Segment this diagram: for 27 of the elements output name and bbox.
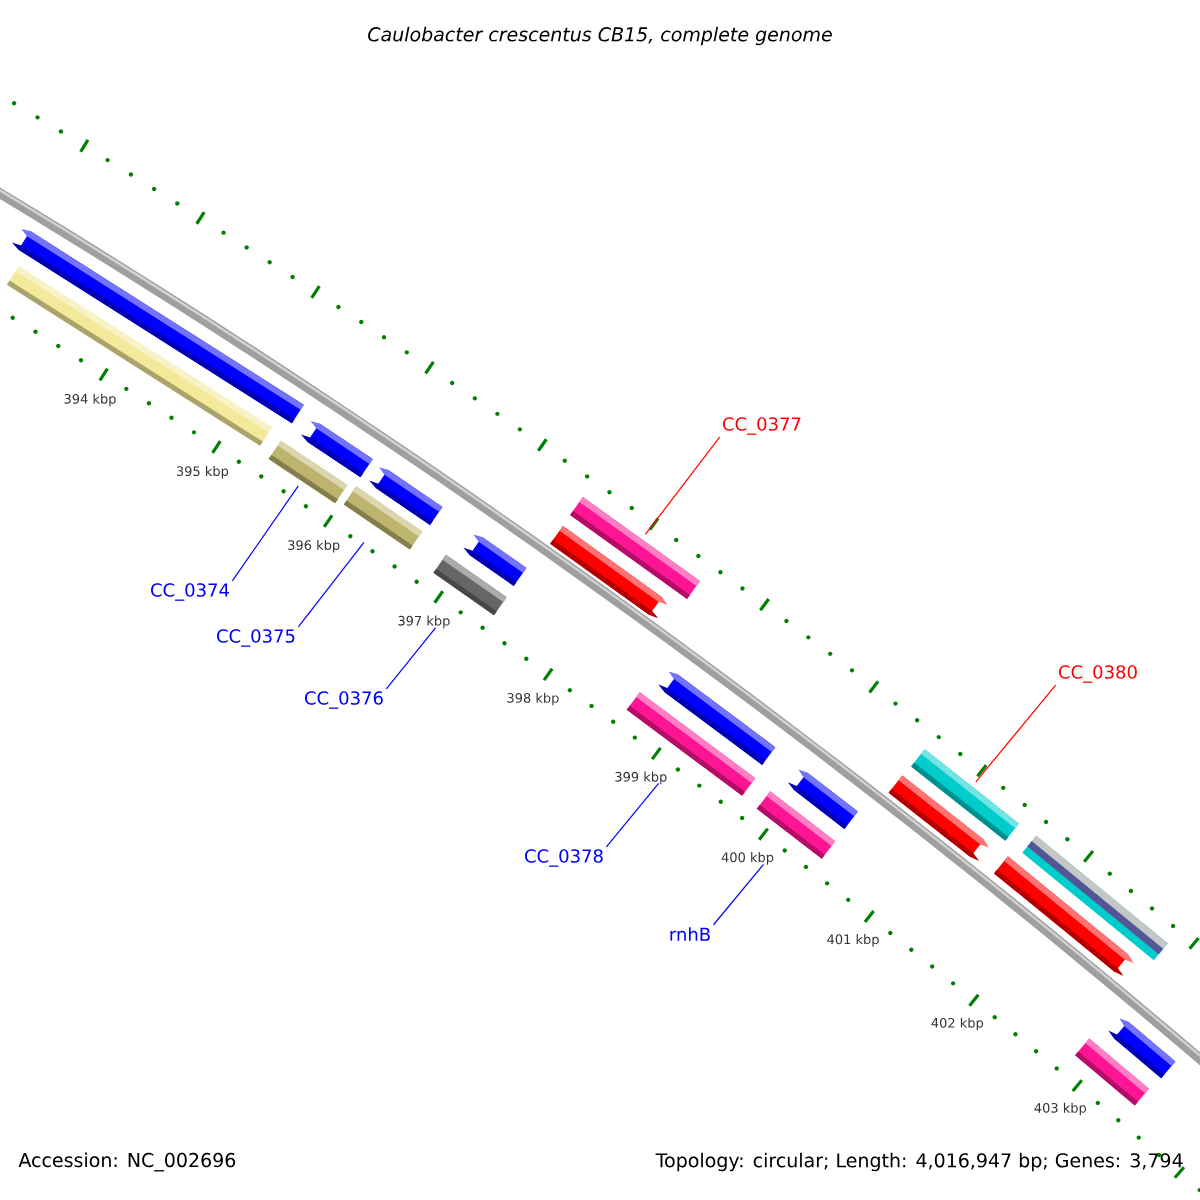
gene-label: CC_0377 xyxy=(723,417,801,435)
gene-feature xyxy=(888,775,989,861)
leader-line xyxy=(385,627,437,690)
leader-line xyxy=(975,684,1057,783)
leader-line xyxy=(297,541,365,628)
leader-line xyxy=(644,436,721,536)
gene-feature xyxy=(300,421,373,478)
gene-label: CC_0374 xyxy=(151,583,229,601)
gene-feature xyxy=(1075,1038,1149,1106)
gene-feature xyxy=(11,228,304,424)
gene-label: CC_0380 xyxy=(1059,665,1137,683)
leader-line xyxy=(712,863,765,926)
gene-feature xyxy=(658,671,776,765)
leader-line xyxy=(231,485,299,582)
leader-line xyxy=(605,782,660,848)
footer-text: Topology: circular; Length: 4,016,947 bp; Genes: 3,794 xyxy=(655,1152,1183,1172)
title: Caulobacter crescentus CB15, complete genome xyxy=(368,26,832,46)
gene-feature xyxy=(463,534,527,586)
gene-label: CC_0378 xyxy=(525,849,603,867)
gene-label: CC_0376 xyxy=(305,691,383,709)
gene-feature xyxy=(787,769,858,829)
gene-feature xyxy=(550,526,668,619)
gene-label: rnhB xyxy=(670,927,710,941)
gene-feature xyxy=(1022,835,1168,961)
footer-text: Accession: NC_002696 xyxy=(18,1152,236,1172)
gene-feature xyxy=(369,467,443,526)
gene-label: CC_0375 xyxy=(217,629,295,647)
